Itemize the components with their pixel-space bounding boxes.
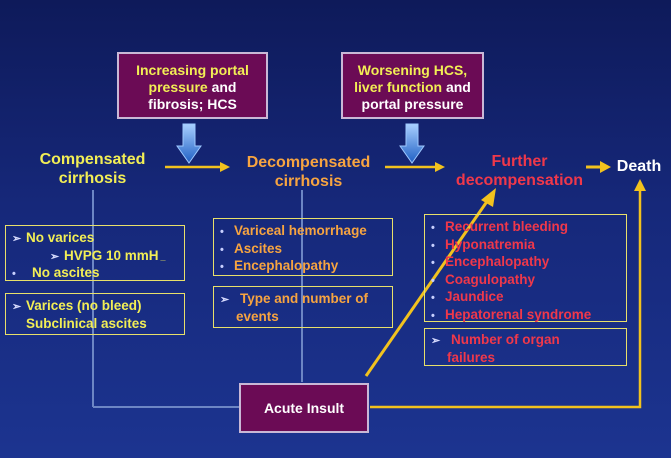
- bullet-icon: •: [431, 257, 435, 269]
- driver-line-1: Increasing portal: [136, 62, 249, 78]
- pointer-icon: ➢: [12, 301, 22, 313]
- arrow-decompensated-to-further: [385, 162, 445, 172]
- driver-line-1: Worsening HCS,: [357, 62, 468, 78]
- arrow-further-to-death: [586, 161, 611, 173]
- bullet-icon: •: [220, 261, 224, 273]
- pointer-icon: ➢: [12, 233, 22, 245]
- compensated-box-1: ➢No varices ➢HVPG 10 mmH_ •No ascites: [5, 225, 185, 281]
- further-box-2: ➢Number of organ failures: [424, 328, 627, 366]
- list-item: ➢Number of organ: [431, 332, 626, 350]
- list-item: ➢No varices: [12, 230, 184, 248]
- pointer-icon: ➢: [50, 250, 60, 263]
- list-item: ➢Type and number of: [220, 291, 392, 309]
- pointer-icon: ➢: [220, 294, 230, 306]
- further-box-1: •Recurrent bleeding •Hyponatremia •Encep…: [424, 214, 627, 322]
- list-item: •Ascites: [220, 241, 392, 259]
- list-item: •No ascites: [12, 265, 184, 283]
- list-item: ➢Varices (no bleed): [12, 298, 184, 316]
- driver-line-2: pressure and: [148, 79, 237, 95]
- bullet-icon: •: [220, 243, 224, 256]
- list-item: Subclinical ascites: [26, 315, 147, 331]
- list-item: •Hyponatremia: [431, 237, 626, 255]
- list-item: •Encephalopathy: [220, 258, 392, 276]
- list-item: failures: [447, 349, 496, 365]
- arrow-insult-to-further: [364, 188, 496, 377]
- pointer-icon: ➢: [431, 335, 441, 347]
- list-item: •Hepatorenal syndrome: [431, 307, 626, 325]
- bullet-icon: •: [431, 274, 435, 287]
- list-item: •Recurrent bleeding: [431, 219, 626, 237]
- bullet-icon: •: [431, 309, 435, 322]
- bullet-icon: •: [431, 222, 435, 234]
- driver-line-2: liver function and: [354, 79, 471, 95]
- list-item: events: [236, 308, 279, 324]
- driver-line-3: portal pressure: [361, 96, 464, 112]
- down-arrow-left-icon: [176, 123, 202, 164]
- list-item: ➢HVPG 10 mmH_: [12, 248, 184, 266]
- down-arrow-right-icon: [399, 123, 425, 164]
- arrow-insult-to-death: [370, 179, 646, 409]
- list-item: •Variceal hemorrhage: [220, 223, 392, 241]
- compensated-box-2: ➢Varices (no bleed) Subclinical ascites: [5, 293, 185, 335]
- bullet-icon: •: [220, 226, 224, 238]
- list-item: •Encephalopathy: [431, 254, 626, 272]
- decompensated-box-1: •Variceal hemorrhage •Ascites •Encephalo…: [213, 218, 393, 276]
- list-item: •Jaundice: [431, 289, 626, 307]
- arrow-compensated-to-decompensated: [165, 162, 230, 172]
- driver-line-3: fibrosis; HCS: [148, 96, 237, 112]
- decompensated-box-2: ➢Type and number of events: [213, 286, 393, 328]
- stage-death: Death: [616, 158, 662, 175]
- acute-insult-box: Acute Insult: [239, 383, 369, 433]
- stage-further-decompensation: Further decompensation: [455, 153, 584, 189]
- driver-box-compensated: Increasing portal pressure and fibrosis;…: [117, 52, 268, 119]
- bullet-icon: •: [431, 292, 435, 304]
- list-item: •Coagulopathy: [431, 272, 626, 290]
- bullet-icon: •: [12, 268, 16, 280]
- bullet-icon: •: [431, 239, 435, 252]
- stage-decompensated: Decompensated cirrhosis: [246, 154, 371, 190]
- stage-compensated: Compensated cirrhosis: [39, 151, 146, 187]
- driver-box-decompensated: Worsening HCS, liver function and portal…: [341, 52, 484, 119]
